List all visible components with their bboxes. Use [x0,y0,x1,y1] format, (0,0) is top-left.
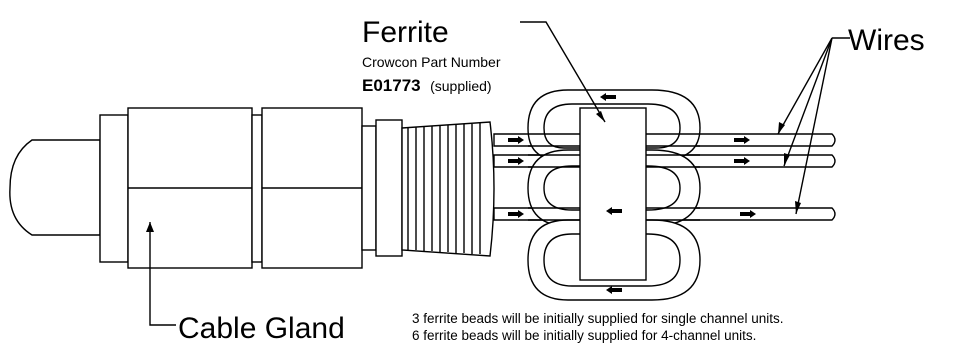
ferrite-core [579,107,647,281]
leader-lines [146,21,850,326]
note-line-1: 3 ferrite beads will be initially suppli… [412,311,783,326]
part-number: E01773 [362,76,421,95]
wire-crossing [528,133,700,221]
ferrite-label: Ferrite [362,16,449,49]
wires-label: Wires [848,24,925,57]
cable-gland [99,107,495,269]
part-number-suffix: (supplied) [430,78,491,94]
part-number-line: E01773 (supplied) [362,76,492,95]
part-number-caption: Crowcon Part Number [362,54,501,70]
cable [9,139,101,236]
gland-thread [407,123,481,254]
cable-gland-label: Cable Gland [178,312,345,345]
note-line-2: 6 ferrite beads will be initially suppli… [412,328,756,343]
